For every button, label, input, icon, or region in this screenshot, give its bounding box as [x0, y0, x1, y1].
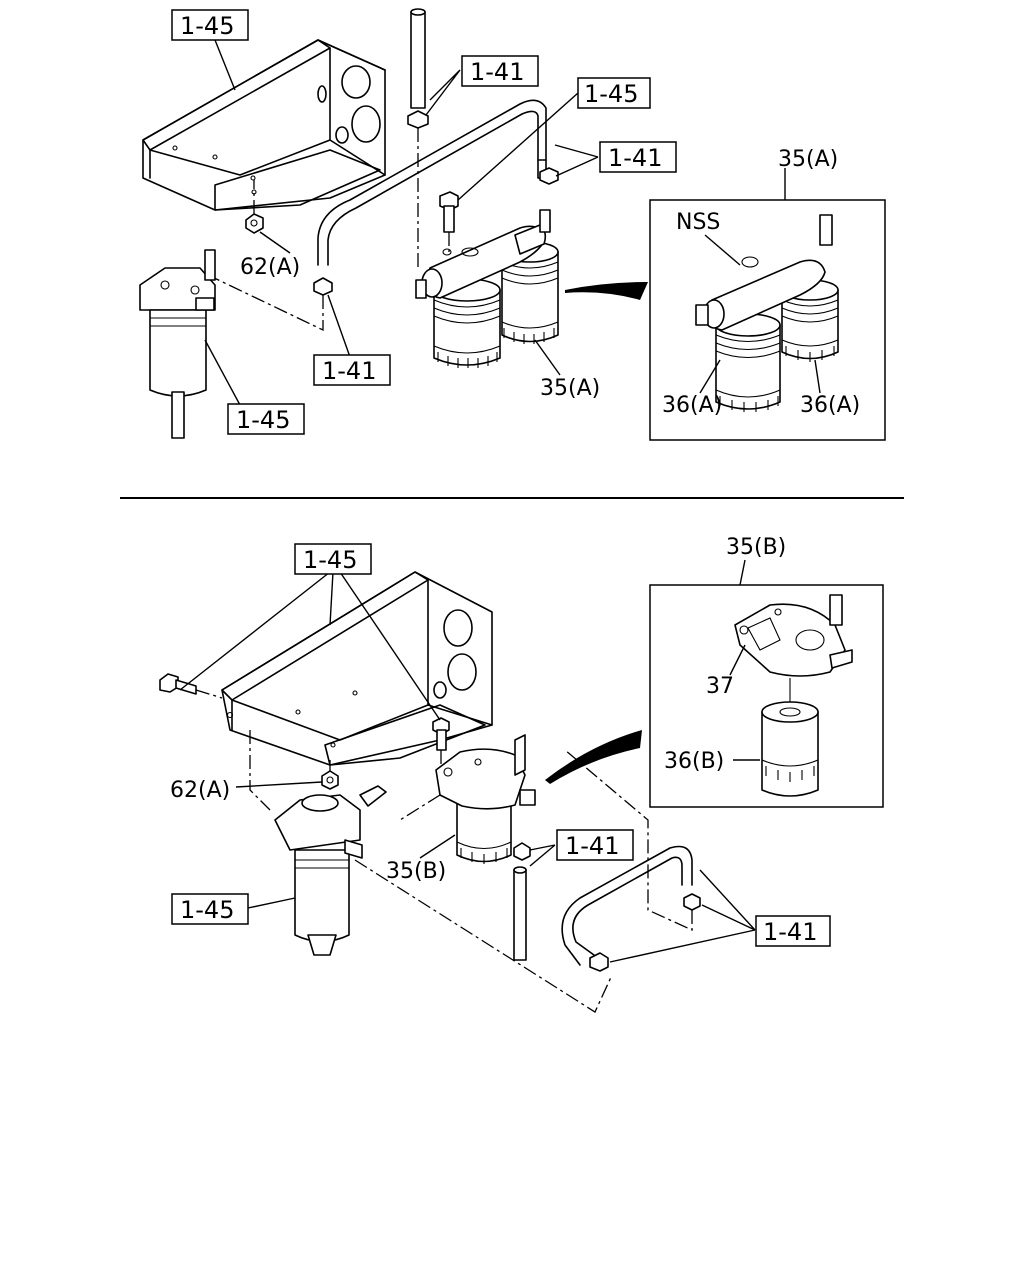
- ref-box-pipe-mid: 1-41: [565, 832, 619, 860]
- ref-box-bracket: 1-45: [303, 546, 357, 574]
- lower-bracket: [221, 571, 493, 766]
- ref-box-pipe-right: 1-41: [763, 918, 817, 946]
- lower-filter-35b: [399, 734, 536, 864]
- upper-nut-label: 62(A): [240, 255, 300, 280]
- upper-bracket: [142, 39, 386, 211]
- upper-bolt: [439, 191, 459, 252]
- ref-box-clip-lower: 1-41: [322, 357, 376, 385]
- ref-box-sedimenter: 1-45: [180, 896, 234, 924]
- inset-nss-label: NSS: [676, 210, 720, 235]
- ref-box-pipe-top: 1-41: [470, 58, 524, 86]
- upper-inset-title: 35(A): [778, 147, 838, 172]
- lower-inset: 37 36(B): [649, 584, 884, 808]
- upper-filter-label: 35(A): [540, 376, 600, 401]
- upper-arrow: [565, 282, 648, 300]
- lower-ref-boxes: 1-45 1-41 1-45 1-41: [171, 543, 831, 947]
- ref-box-sedimenter: 1-45: [236, 406, 290, 434]
- upper-ref-boxes: 1-45 1-41 1-45 1-41 1-41 1-45: [171, 9, 677, 435]
- lower-bolt-right: [432, 717, 450, 765]
- lower-leaders: [179, 559, 756, 963]
- upper-diagram: NSS 36(A) 36(A) 1-45 1-41 1-45 1-41 1-41…: [139, 8, 886, 441]
- lower-pipes: [354, 749, 701, 1013]
- lower-diagram: 37 36(B) 1-45 1-41 1-45 1-41 62(A) 35(B)…: [159, 535, 884, 1013]
- upper-dual-filter-35a: [415, 209, 559, 368]
- upper-nut-62a: [245, 180, 264, 234]
- lower-nut-label: 62(A): [170, 778, 230, 803]
- upper-sedimenter: [139, 249, 216, 439]
- ref-box-bracket-top: 1-45: [180, 12, 234, 40]
- ref-box-bolt: 1-45: [584, 80, 638, 108]
- inset-element-label: 36(B): [664, 749, 724, 774]
- upper-hose: [207, 99, 547, 332]
- inset-head-label: 37: [706, 674, 734, 699]
- lower-inset-title: 35(B): [726, 535, 786, 560]
- inset-element-right-label: 36(A): [800, 393, 860, 418]
- upper-inset: NSS 36(A) 36(A): [649, 199, 886, 441]
- upper-pipe-top: [407, 8, 429, 270]
- upper-clip-right: [539, 167, 559, 185]
- lower-nut-62a: [249, 730, 339, 811]
- lower-arrow: [545, 730, 642, 784]
- ref-box-pipe-right: 1-41: [608, 144, 662, 172]
- lower-filter-label: 35(B): [386, 859, 446, 884]
- inset-element-left-label: 36(A): [662, 393, 722, 418]
- lower-sedimenter: [274, 785, 387, 956]
- lower-bolt-left: [159, 673, 223, 699]
- upper-leaders: [204, 39, 786, 406]
